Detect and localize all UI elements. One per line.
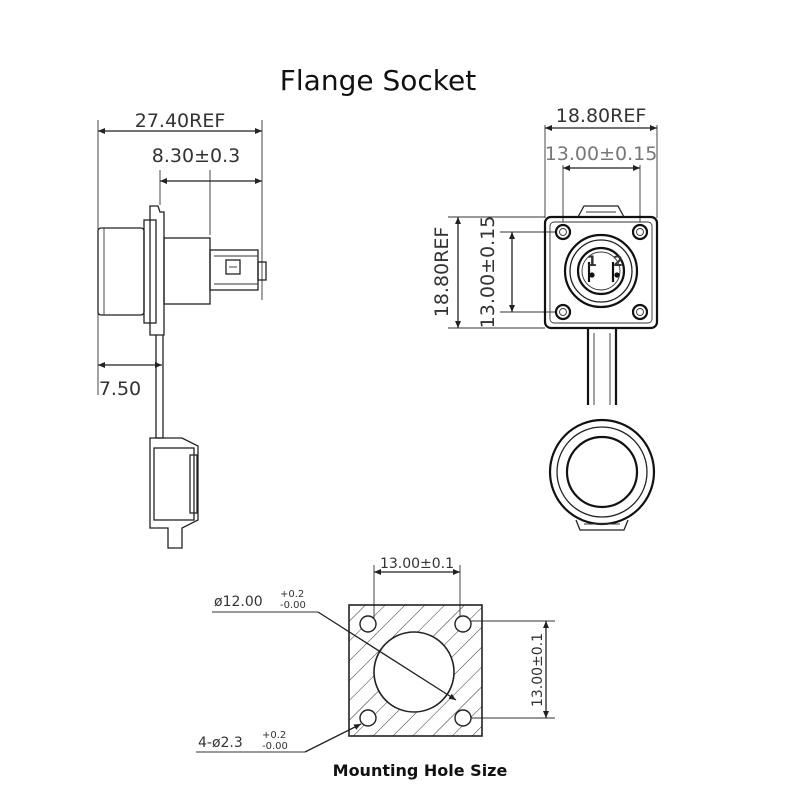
hole-spacing-vertical: 13.00±0.15 [477, 216, 499, 329]
front-view: 18.80REF 13.00±0.15 18.80REF 13.00±0.15 [431, 105, 659, 531]
screw-hole-callout: 4-ø2.3 [198, 735, 243, 751]
front-length-dimension: 7.50 [99, 378, 141, 400]
flange-width-dimension: 18.80REF [556, 105, 647, 127]
screw-hole-tol-upper: +0.2 [262, 730, 286, 741]
side-view: 27.40REF 8.30±0.3 7.50 [97, 110, 267, 549]
pin-2-label: 2 [613, 254, 623, 270]
mount-hole-spacing-horizontal: 13.00±0.1 [380, 556, 454, 572]
rear-length-dimension: 8.30±0.3 [152, 145, 240, 167]
center-hole [373, 631, 455, 713]
overall-length-dimension: 27.40REF [135, 110, 226, 132]
center-hole-tol-lower: -0.00 [280, 600, 306, 611]
center-hole-tol-upper: +0.2 [280, 589, 304, 600]
flange-height-dimension: 18.80REF [431, 227, 453, 318]
hole-spacing-horizontal: 13.00±0.15 [545, 143, 658, 165]
pin-1-label: 1 [587, 254, 597, 270]
mounting-caption: Mounting Hole Size [333, 761, 508, 780]
page-title: Flange Socket [280, 64, 476, 97]
mount-hole-spacing-vertical: 13.00±0.1 [530, 633, 546, 707]
mounting-hole-view: 13.00±0.1 13.00±0.1 ø12.00 +0.2 -0.00 4-… [196, 556, 555, 780]
screw-hole-tol-lower: -0.00 [262, 741, 288, 752]
center-hole-callout: ø12.00 [214, 594, 263, 610]
